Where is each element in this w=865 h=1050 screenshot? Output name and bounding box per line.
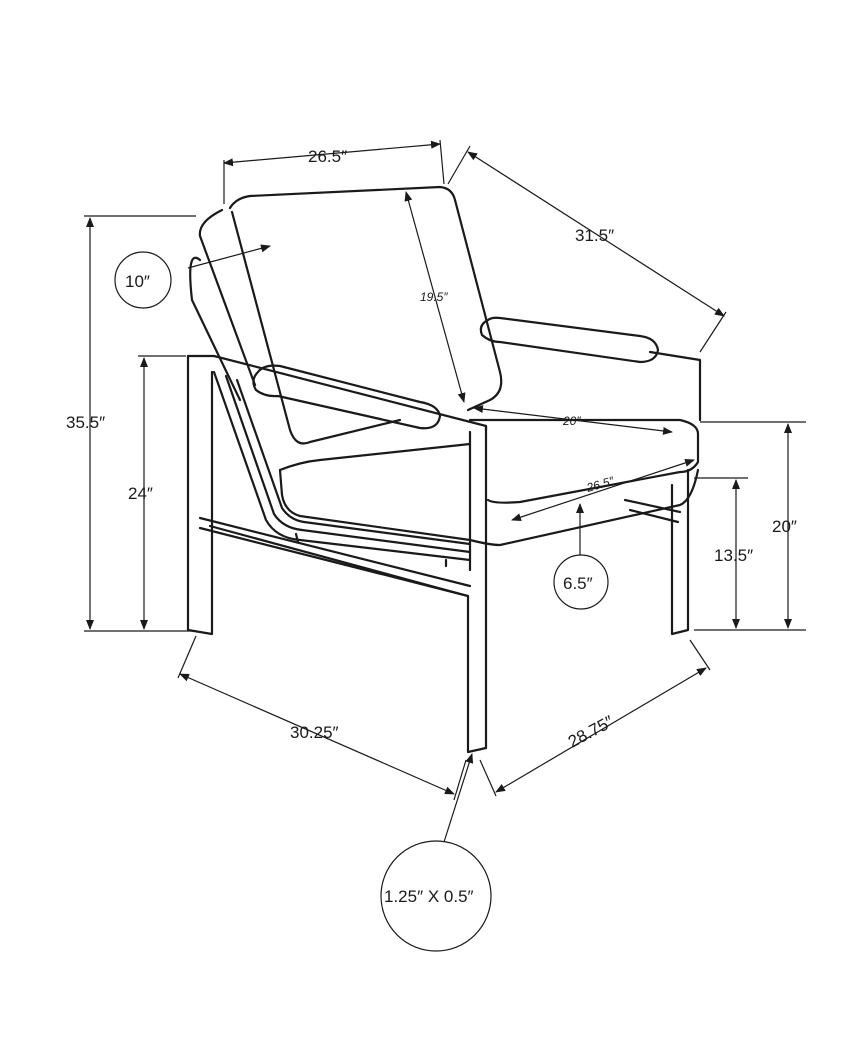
cushion-thickness-circle <box>114 251 172 309</box>
back-cushion-height-label: 19.5″ <box>420 290 448 304</box>
dimension-lines <box>84 139 806 843</box>
seat-depth-label: 20″ <box>562 414 581 428</box>
seat-thickness-circle <box>553 554 609 610</box>
leg-profile-label: 1.25″ X 0.5″ <box>384 887 474 906</box>
cushion-thickness-label: 10″ <box>125 272 150 291</box>
seat-thickness-label: 6.5″ <box>563 574 593 593</box>
overall-width-label: 30.25″ <box>290 723 339 742</box>
side-depth-label: 28.75″ <box>565 712 617 752</box>
seat-width-label: 26.5″ <box>584 474 616 496</box>
seat-clearance-label: 13.5″ <box>714 546 753 565</box>
overall-depth-label: 31.5″ <box>575 226 614 245</box>
chair-outline <box>186 185 702 754</box>
arm-height-label: 24″ <box>128 484 153 503</box>
back-width-label: 26.5″ <box>308 147 347 166</box>
leg-profile-circle <box>380 840 492 952</box>
overall-height-label: 35.5″ <box>66 413 105 432</box>
seat-height-label: 20″ <box>772 517 797 536</box>
